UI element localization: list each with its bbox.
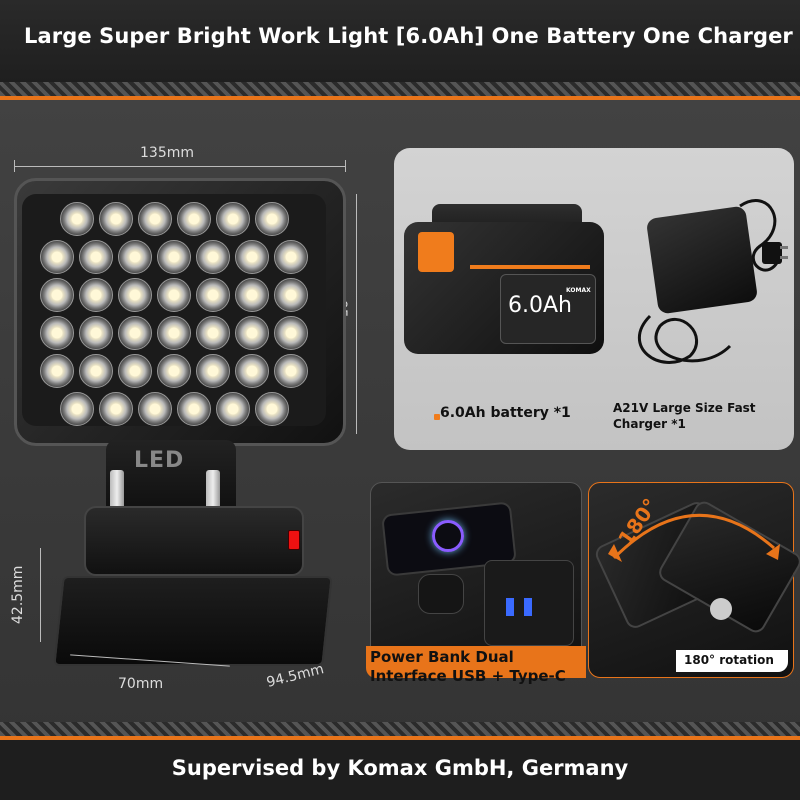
bullet-icon [434,414,440,420]
battery-capacity-label: 6.0Ah [508,293,572,318]
power-switch [288,530,300,550]
led-bead [118,240,152,274]
dimension-base-width-label: 70mm [118,676,164,692]
led-bead [40,354,74,388]
led-bead [196,278,230,312]
led-bead [254,392,289,426]
header-bar: Large Super Bright Work Light [6.0Ah] On… [0,0,800,82]
led-bead [274,354,308,388]
led-bead [118,278,152,312]
dimension-line-base-height [40,548,41,642]
led-bead [274,278,308,312]
led-bead [79,354,113,388]
rotation-hinge [710,598,732,620]
led-bead [40,316,74,350]
led-bead [254,202,289,236]
led-bead [59,202,94,236]
dimension-width-label: 135mm [140,145,194,161]
led-bead [196,354,230,388]
battery-adapter-base [53,576,333,666]
usb-port-icon [524,598,532,616]
led-bead [118,354,152,388]
led-bead [215,392,250,426]
led-bead [274,240,308,274]
power-bank-caption-bg [366,646,586,678]
charger-caption-line2: Charger *1 [613,417,686,431]
led-bead [274,316,308,350]
led-bead [79,240,113,274]
led-bead [176,202,211,236]
charging-ring-icon [432,520,464,552]
charger-caption-line1: A21V Large Size Fast [613,401,756,415]
dimension-tick [345,160,346,172]
footer-text: Supervised by Komax GmbH, Germany [171,756,629,780]
dimension-line-height [356,194,357,434]
led-bead [59,392,94,426]
charger-cable-art [637,199,788,364]
led-bead [235,278,269,312]
power-bank-caption: Power Bank Dual Interface USB + Type-C [370,648,566,686]
footer-bar: Supervised by Komax GmbH, Germany [0,740,800,800]
page-title: Large Super Bright Work Light [6.0Ah] On… [24,24,793,48]
battery-release-latch [418,232,454,272]
stand-led-label: LED [134,448,185,473]
charger-brick [645,205,759,315]
dimension-base-height-label: 42.5mm [10,565,26,624]
accent-line-top [0,96,800,100]
led-bead [137,202,172,236]
led-bead [157,278,191,312]
rotation-caption: 180° rotation [684,653,774,667]
battery-adapter-top [84,506,304,576]
hatch-divider-top [0,82,800,96]
usb-port-icon [506,598,514,616]
led-bead [176,392,211,426]
battery-brand-label: KOMAX [566,287,591,294]
led-bead [40,278,74,312]
led-bead [98,392,133,426]
accent-line-bottom [0,736,800,740]
led-bead [79,316,113,350]
led-bead [157,354,191,388]
led-bead [79,278,113,312]
hatch-divider-bottom [0,722,800,736]
battery-caption: 6.0Ah battery *1 [440,405,571,421]
led-bead [157,240,191,274]
led-bead [157,316,191,350]
dimension-tick [14,160,15,172]
led-bead [235,240,269,274]
led-bead [235,316,269,350]
led-bead [196,316,230,350]
dimension-line-width [14,166,346,167]
led-bead [40,240,74,274]
led-bead [137,392,172,426]
earbuds-case-image [418,574,464,614]
led-bead [98,202,133,236]
led-bead [215,202,250,236]
rotation-arc-arrow [608,513,780,562]
battery-stripe [470,265,590,269]
led-bead [196,240,230,274]
power-bank-caption-line1: Power Bank Dual [370,648,514,666]
rotation-caption-bg [676,650,788,672]
battery-label-plate [500,274,596,344]
led-bead [235,354,269,388]
power-bank-caption-line2: Interface USB + Type-C [370,667,566,685]
led-bead [118,316,152,350]
